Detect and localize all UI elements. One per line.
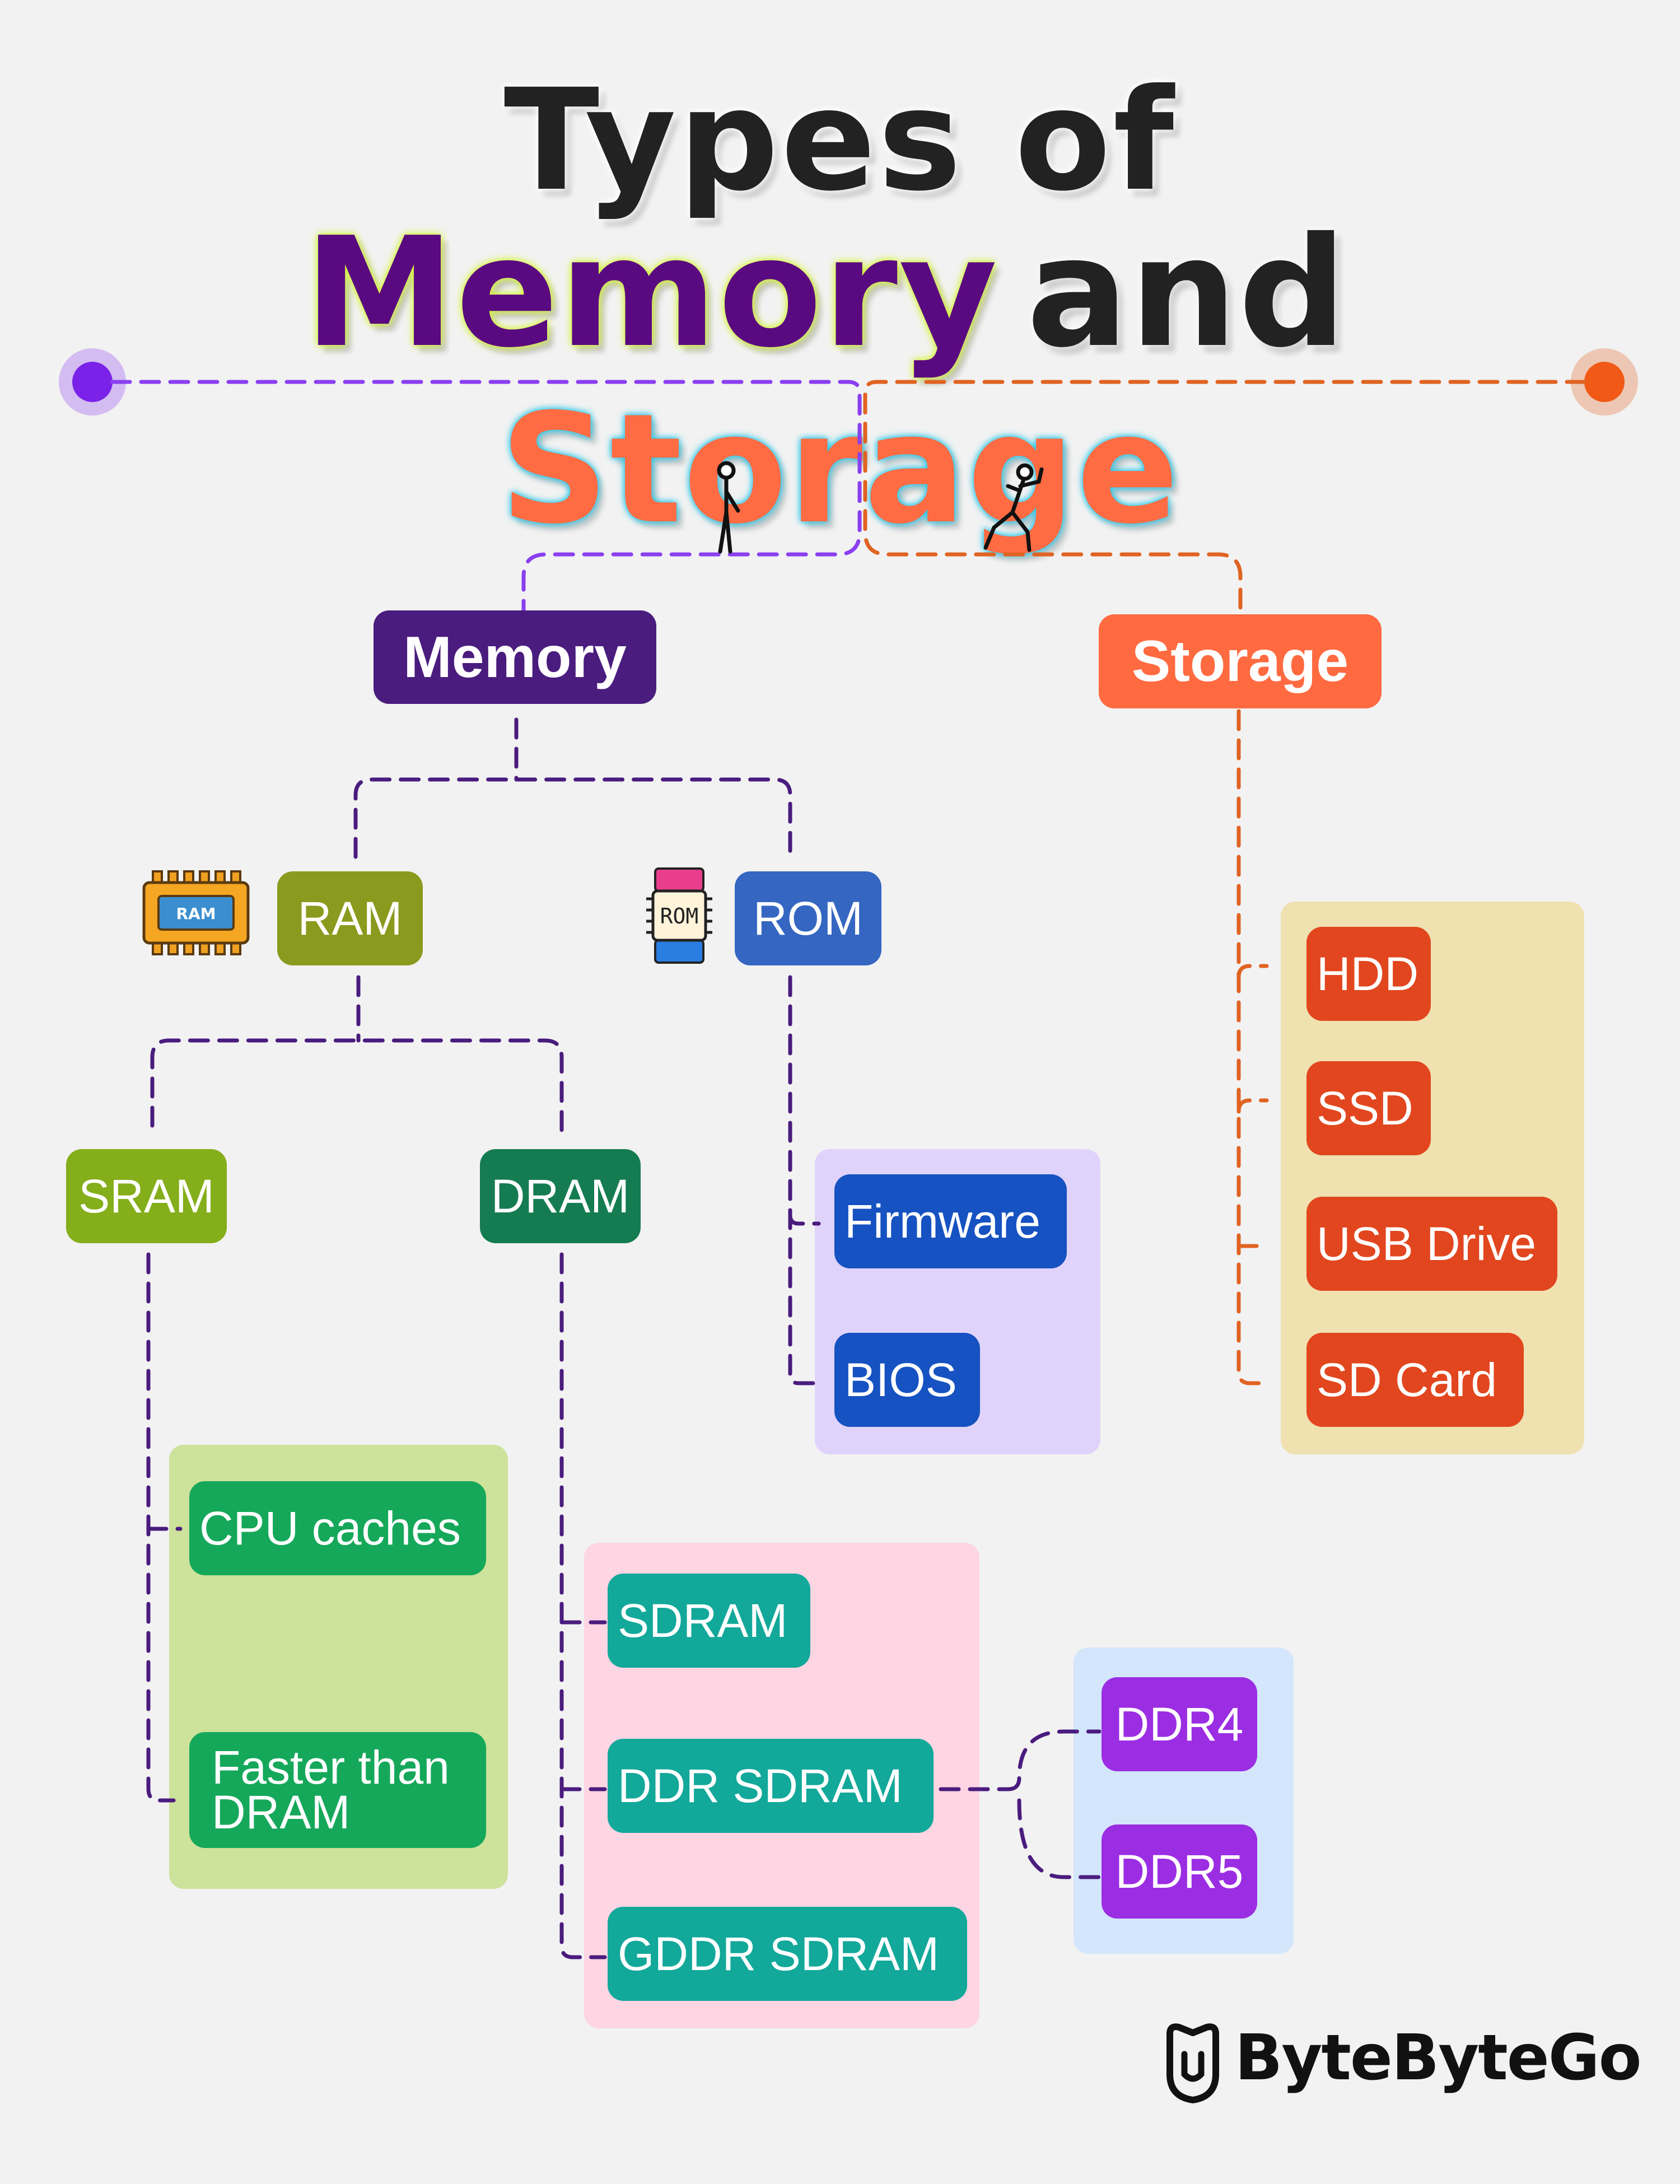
memory-dot	[72, 362, 113, 402]
hdd-node: HDD	[1306, 927, 1431, 1021]
usb-drive-node: USB Drive	[1306, 1197, 1557, 1291]
memory-node: Memory	[374, 610, 656, 704]
ram-node: RAM	[277, 871, 423, 965]
storage-node: Storage	[1099, 614, 1382, 708]
dram-node: DRAM	[480, 1149, 641, 1243]
title-line-1: Types of	[503, 59, 1177, 222]
running-figure-icon	[983, 463, 1044, 552]
title-storage-word: Storage	[500, 381, 1180, 557]
ram-chip-icon: RAM	[142, 868, 251, 958]
faster-than-dram-node: Faster than DRAM	[189, 1732, 486, 1848]
ssd-node: SSD	[1306, 1061, 1431, 1155]
sram-children-line	[146, 1252, 183, 1803]
bios-node: BIOS	[834, 1333, 980, 1427]
ddr-children-line	[939, 1729, 1102, 1879]
brand-name: ByteByteGo	[1235, 2022, 1642, 2094]
ram-children-line	[150, 975, 564, 1136]
firmware-node: Firmware	[834, 1174, 1067, 1268]
title-memory-word: Memory	[304, 204, 999, 381]
rom-children-line	[788, 975, 821, 1385]
bytebytego-logo-icon	[1162, 2020, 1224, 2103]
memory-top-line	[110, 380, 862, 613]
title-and-word: and	[1026, 204, 1348, 381]
memory-children-line	[353, 717, 792, 862]
storage-top-line	[863, 380, 1587, 613]
sd-card-node: SD Card	[1306, 1333, 1524, 1427]
cpu-caches-node: CPU caches	[189, 1481, 486, 1575]
ddr5-node: DDR5	[1102, 1824, 1257, 1919]
sdram-node: SDRAM	[608, 1574, 810, 1668]
rom-chip-icon: ROM	[643, 865, 716, 966]
sram-node: SRAM	[66, 1149, 227, 1243]
ram-chip-label: RAM	[176, 904, 216, 923]
storage-children-line	[1236, 709, 1269, 1385]
rom-chip-label: ROM	[660, 904, 699, 928]
storage-dot	[1584, 362, 1625, 402]
dram-children-line	[559, 1252, 607, 1959]
ddr4-node: DDR4	[1102, 1677, 1257, 1771]
gddr-sdram-node: GDDR SDRAM	[608, 1907, 967, 2001]
ddr-sdram-node: DDR SDRAM	[608, 1739, 934, 1833]
rom-node: ROM	[735, 871, 881, 965]
standing-figure-icon	[717, 461, 740, 554]
